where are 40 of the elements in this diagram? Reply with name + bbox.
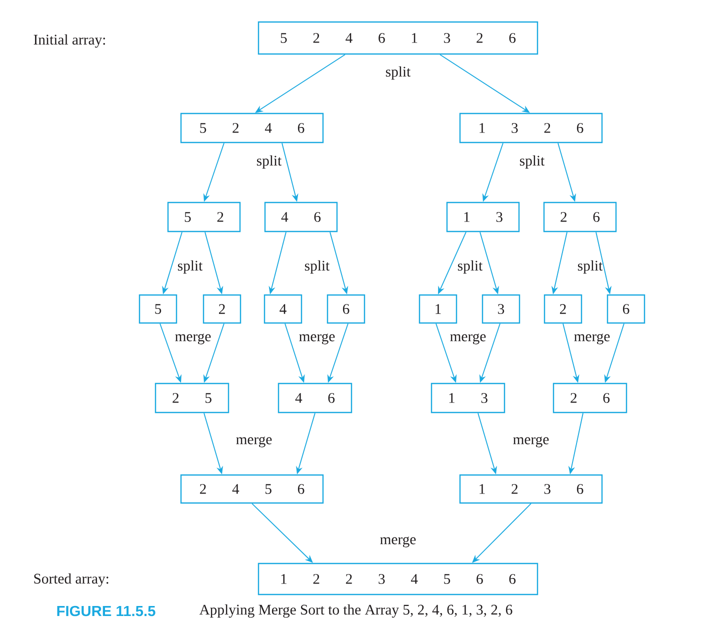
array-box: 1 2 3 6 (459, 474, 603, 504)
step-label: split (458, 260, 483, 274)
array-box: 5 (138, 294, 178, 324)
step-label: split (304, 260, 330, 274)
arrow (252, 503, 313, 563)
array-box: 2 5 (154, 382, 230, 414)
step-label: merge (574, 334, 610, 344)
step-label: merge (175, 334, 211, 344)
array-box: 1 3 (446, 202, 520, 232)
array-box: 6 (606, 294, 646, 324)
step-label: merge (513, 436, 549, 448)
array-box: 1 3 (430, 382, 506, 414)
row-label: Sorted array: (34, 573, 108, 587)
array-box: 3 (482, 294, 520, 324)
step-label: merge (299, 334, 335, 344)
array-box: 1 3 2 6 (459, 112, 603, 144)
array-box: 1 (418, 294, 458, 324)
step-label: merge (236, 436, 272, 448)
caption: Applying Merge Sort to the Array 5, 2, 4, 6, 1, 3, 2, 6 (199, 604, 512, 618)
step-label: split (178, 260, 203, 274)
array-box: 2 4 5 6 (180, 474, 324, 504)
step-label: merge (380, 536, 416, 548)
step-label: split (520, 155, 545, 169)
array-box: 2 6 (552, 382, 628, 414)
array-box: 6 (326, 294, 366, 324)
array-box: 2 (202, 294, 242, 324)
row-label: Initial array: (34, 34, 105, 48)
step-label: split (578, 260, 603, 274)
step-label: split (256, 155, 282, 169)
array-box: 4 6 (264, 202, 338, 232)
array-box: 5 2 4 6 (180, 112, 324, 144)
figure-number: FIGURE 11.5.5 (57, 606, 156, 616)
array-box: 5 2 4 6 1 3 2 6 (258, 21, 538, 55)
step-label: merge (450, 334, 486, 344)
array-box: 4 6 (278, 382, 352, 414)
array-box: 5 2 (167, 202, 241, 232)
array-box: 2 6 (543, 202, 617, 232)
array-box: 1 2 2 3 4 5 6 6 (258, 562, 538, 596)
array-box: 4 (264, 294, 302, 324)
array-box: 2 (544, 294, 582, 324)
